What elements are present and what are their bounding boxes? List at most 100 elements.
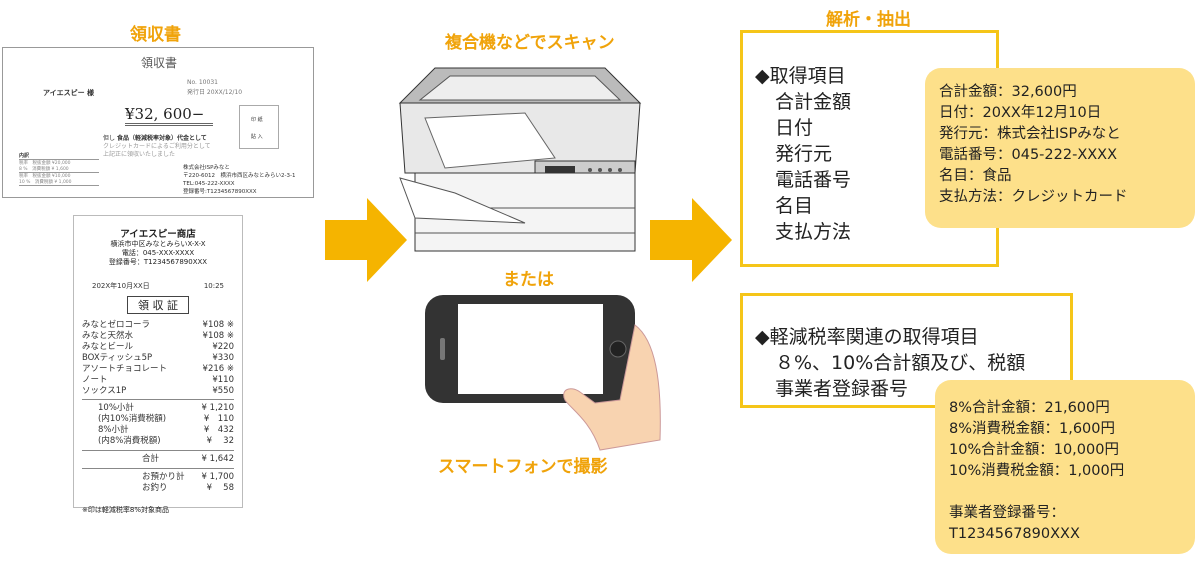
list-item: 支払方法：クレジットカード xyxy=(939,189,1128,205)
receipt-no: No. 10031 xyxy=(187,79,218,86)
total-value: ¥ 1,642 xyxy=(201,454,234,464)
multifunction-printer-icon xyxy=(398,67,642,252)
receipt-heading: 領収書 xyxy=(141,56,178,70)
list-item: 合計金額：32,600円 xyxy=(939,84,1077,100)
list-item: 日付 xyxy=(775,117,814,139)
list-item: 事業者登録番号 xyxy=(775,378,909,400)
analysis-title: 解析・抽出 xyxy=(826,10,911,30)
tax-heading: ◆軽減税率関連の取得項目 xyxy=(755,326,979,348)
receipt-footnote: ※印は軽減税率8%対象商品 xyxy=(82,506,169,514)
extract-result-bubble: 合計金額：32,600円日付：20XX年12月10日発行元：株式会社ISPみなと… xyxy=(925,68,1195,228)
paid-label: お預かり計 xyxy=(142,472,185,482)
item-price: ¥ 1,210 xyxy=(201,403,234,413)
issuer-address: 〒220-6012 横浜市西区みなとみらい2-3-1 xyxy=(183,173,296,179)
or-label: または xyxy=(503,270,554,290)
list-item: 支払方法 xyxy=(775,221,852,243)
list-item: 発行元：株式会社ISPみなと xyxy=(939,126,1121,142)
list-item: T1234567890XXX xyxy=(949,526,1080,542)
line-item: (内8%消費税額) ¥ 32 xyxy=(98,436,234,447)
list-item: 8%合計金額：21,600円 xyxy=(949,400,1110,416)
extract-heading: ◆取得項目 xyxy=(755,65,846,87)
note-purpose: 食品（軽減税率対象）代金として xyxy=(116,135,207,142)
change-label: お釣り xyxy=(142,483,168,493)
list-item: 名目：食品 xyxy=(939,168,1012,184)
receipt-heading: 領 収 証 xyxy=(127,296,189,314)
total-label: 合計 xyxy=(142,454,160,464)
list-item: ８%、10%合計額及び、税額 xyxy=(775,352,1026,374)
item-price: ¥330 xyxy=(212,353,234,363)
line-item: 10%小計 ¥ 1,210 xyxy=(98,403,234,414)
list-item: 10%合計金額：10,000円 xyxy=(949,442,1119,458)
list-item: 日付：20XX年12月10日 xyxy=(939,105,1102,121)
line-item: ソックス1P ¥550 xyxy=(82,386,234,397)
note-line3: 上記正に領収いたしました xyxy=(103,151,176,158)
issuer-reg: 登録番号:T1234567890XXX xyxy=(183,189,257,195)
note-line2: クレジットカードによるご利用分として xyxy=(103,143,211,150)
item-name: みなとゼロコーラ xyxy=(82,320,151,330)
item-name: みなと天然水 xyxy=(82,331,134,341)
addressee: アイエスピー 様 xyxy=(43,89,95,97)
item-price: ¥110 xyxy=(212,375,234,385)
item-name: BOXティッシュ5P xyxy=(82,353,153,363)
line-item: BOXティッシュ5P ¥330 xyxy=(82,353,234,364)
list-item: 10%消費税金額：1,000円 xyxy=(949,463,1125,479)
list-item: 8%消費税金額：1,600円 xyxy=(949,421,1116,437)
shop-reg: 登録番号：T1234567890XXX xyxy=(108,258,208,266)
list-item xyxy=(949,482,1181,503)
list-item: 合計金額 xyxy=(775,91,852,113)
stamp-label: 印 紙 xyxy=(251,117,263,123)
phone-title: スマートフォンで撮影 xyxy=(438,457,608,477)
item-price: ¥550 xyxy=(212,386,234,396)
receipt-date: 202X年10月XX日 xyxy=(92,282,150,290)
item-price: ¥ 432 xyxy=(203,425,234,435)
item-price: ¥108 ※ xyxy=(202,331,234,341)
breakdown-line: 税率 税抜金額 ¥10,000 xyxy=(19,174,71,179)
item-name: ノート xyxy=(82,375,108,385)
arrow-right-icon xyxy=(650,198,732,282)
list-item: 名目 xyxy=(775,195,814,217)
breakdown-line: 10 % 消費税額 ¥ 1,000 xyxy=(19,179,99,186)
item-name: 10%小計 xyxy=(98,403,134,413)
list-item: 事業者登録番号： xyxy=(949,505,1065,521)
line-item: 8%小計 ¥ 432 xyxy=(98,425,234,436)
item-name: みなとビール xyxy=(82,342,134,352)
line-item: ノート ¥110 xyxy=(82,375,234,386)
breakdown-title: 内訳 xyxy=(19,153,30,159)
item-name: 8%小計 xyxy=(98,425,129,435)
shop-phone: 電話：045-XXX-XXXX xyxy=(121,249,195,257)
smartphone-icon xyxy=(425,295,661,451)
stamp-box: 印 紙 貼 入 xyxy=(239,105,279,149)
line-item: みなと天然水 ¥108 ※ xyxy=(82,331,234,342)
item-price: ¥ 110 xyxy=(203,414,234,424)
stamp-label: 貼 入 xyxy=(251,134,263,140)
arrow-right-icon xyxy=(325,198,407,282)
line-item: みなとビール ¥220 xyxy=(82,342,234,353)
item-name: アソートチョコレート xyxy=(82,364,168,374)
receipt-time: 10:25 xyxy=(203,282,224,290)
line-item: (内10%消費税額) ¥ 110 xyxy=(98,414,234,425)
list-item: 発行元 xyxy=(775,143,833,165)
change-value: ¥ 58 xyxy=(206,483,234,493)
issuer-name: 株式会社ISPみなと xyxy=(183,165,230,171)
item-price: ¥108 ※ xyxy=(202,320,234,330)
receipt-amount: ¥32, 600− xyxy=(125,105,213,126)
breakdown-line: 8 % 消費税額 ¥ 1,600 xyxy=(19,166,99,173)
item-name: (内10%消費税額) xyxy=(98,414,167,424)
list-item: 電話番号 xyxy=(775,169,852,191)
item-price: ¥216 ※ xyxy=(202,364,234,374)
paid-value: ¥ 1,700 xyxy=(201,472,234,482)
tax-result-bubble: 8%合計金額：21,600円 8%消費税金額：1,600円 10%合計金額：10,0… xyxy=(935,380,1195,554)
receipt-section-title: 領収書 xyxy=(130,25,181,45)
item-name: ソックス1P xyxy=(82,386,127,396)
receipt-date: 発行日 20XX/12/10 xyxy=(187,89,243,96)
item-price: ¥ 32 xyxy=(206,436,234,446)
item-name: (内8%消費税額) xyxy=(98,436,161,446)
item-price: ¥220 xyxy=(212,342,234,352)
shop-address: 横浜市中区みなとみらいX-X-X xyxy=(110,240,206,248)
list-item: 電話番号：045-222-XXXX xyxy=(939,147,1118,163)
breakdown-line: 税率 税抜金額 ¥20,000 xyxy=(19,161,71,166)
note-prefix: 但し xyxy=(103,135,116,142)
invoice-receipt: 領収書 アイエスピー 様 No. 10031 発行日 20XX/12/10 ¥3… xyxy=(2,47,314,198)
shop-name: アイエスピー商店 xyxy=(120,229,196,240)
store-receipt: アイエスピー商店 横浜市中区みなとみらいX-X-X 電話：045-XXX-XXX… xyxy=(73,215,243,514)
